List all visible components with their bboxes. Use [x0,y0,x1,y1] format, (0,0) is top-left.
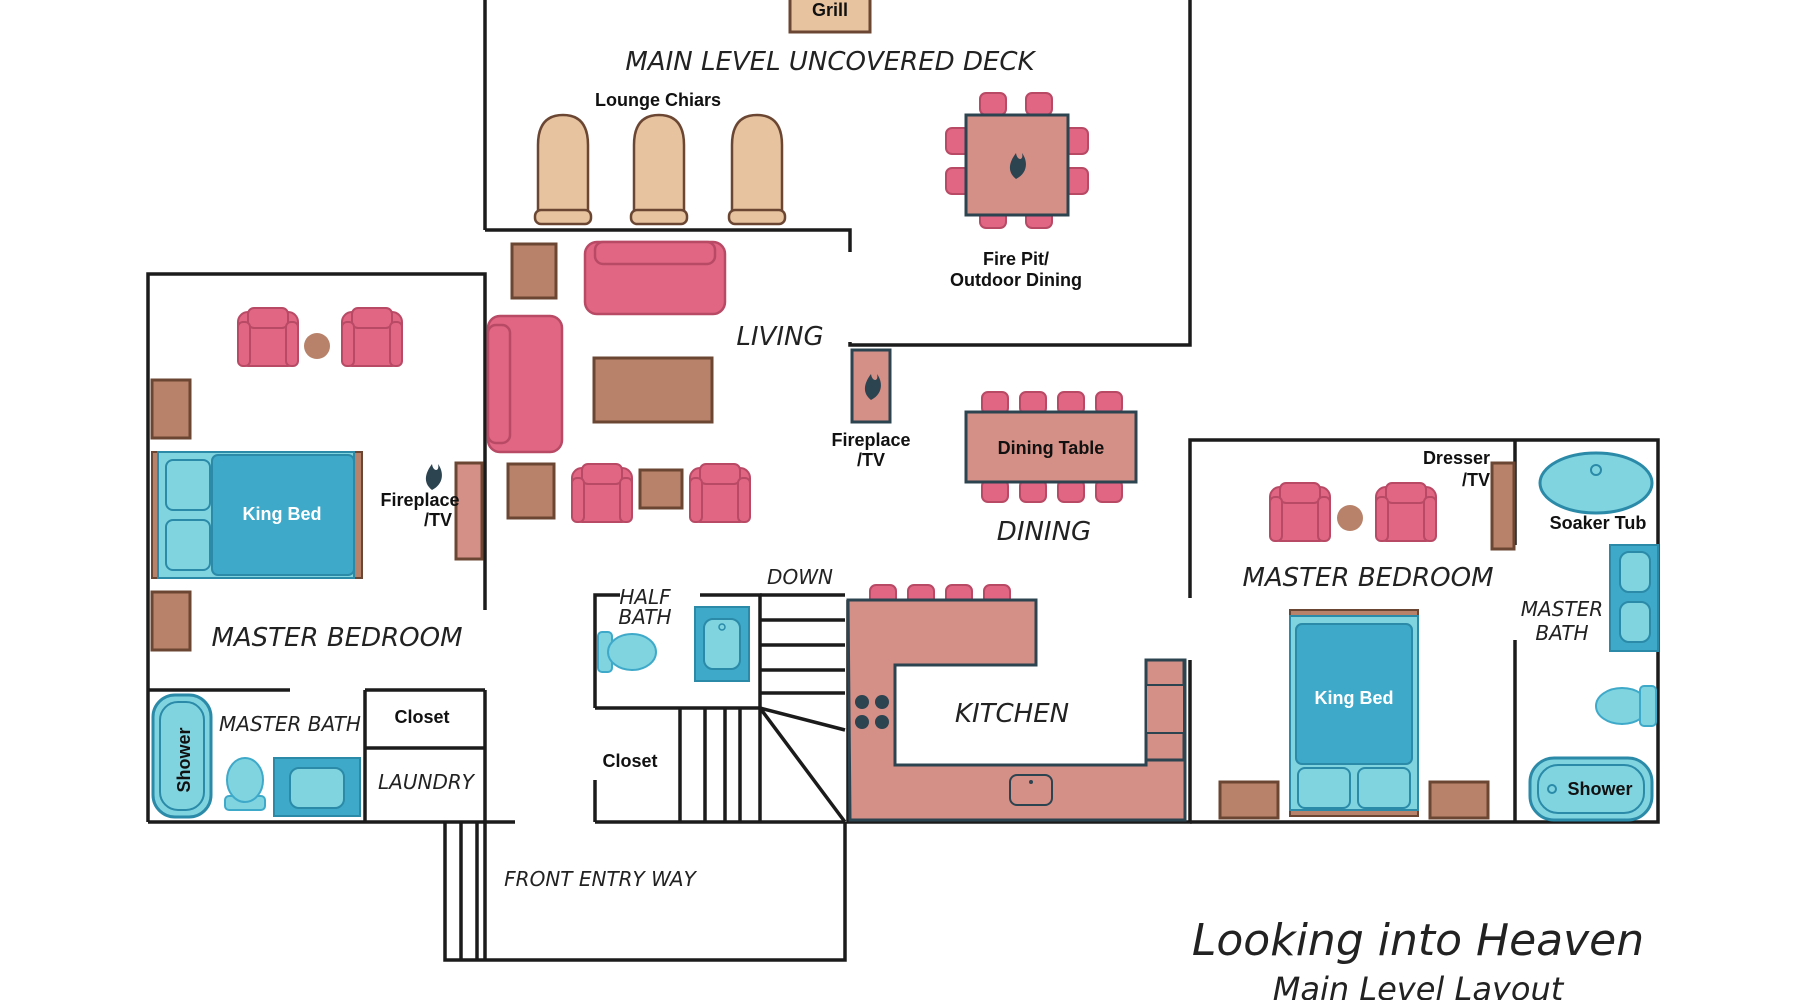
closet-center-label: Closet [602,751,657,771]
down-label: DOWN [767,565,833,589]
fire-pit-table [945,92,1089,229]
fireplace-left-label-1: Fireplace [380,490,459,510]
dining-table: Dining Table [964,391,1138,503]
toilet-icon [1595,685,1657,727]
dining-label: DINING [997,517,1091,547]
dining-table-label: Dining Table [998,438,1105,458]
king-bed-right-label: King Bed [1315,688,1394,708]
shower-left-label: Shower [174,727,194,792]
left-bath-fixtures: Shower [151,693,361,819]
master-bath-right-label-2: BATH [1535,621,1588,645]
sink-icon [1609,544,1659,652]
fireplace-living [850,348,892,424]
shower-right-label: Shower [1567,779,1632,799]
living-furniture [486,240,751,523]
master-bath-right-label-1: MASTER [1521,597,1603,621]
deck-label: MAIN LEVEL UNCOVERED DECK [625,47,1036,77]
toilet-icon [597,631,657,673]
fire-pit-label-2: Outdoor Dining [950,270,1082,290]
fire-icon [425,464,442,490]
front-entry-label: FRONT ENTRY WAY [504,867,697,891]
soaker-tub-label: Soaker Tub [1550,513,1647,533]
fireplace-left-label-2: /TV [424,510,452,530]
master-bedroom-right-label: MASTER BEDROOM [1242,563,1493,593]
sink-icon [273,757,361,817]
sink-icon [694,606,750,682]
closet-left-label: Closet [394,707,449,727]
half-bath-label-2: BATH [618,605,671,629]
right-bedroom-furniture: King Bed [1218,461,1516,820]
master-bedroom-left-label: MASTER BEDROOM [211,623,462,653]
fireplace-living-label-2: /TV [857,450,885,470]
fireplace-living-label-1: Fireplace [831,430,910,450]
grill-label: Grill [812,0,848,20]
lounge-chairs [533,113,787,226]
grill: Grill [788,0,872,34]
toilet-icon [224,757,266,811]
sink-icon [1009,774,1053,806]
dresser-right-label-2: /TV [1462,470,1490,490]
master-bath-left-label: MASTER BATH [219,712,361,736]
plan-subtitle: Main Level Layout [1273,970,1565,1000]
left-bedroom-furniture: King Bed [150,307,484,652]
laundry-label: LAUNDRY [378,770,476,794]
kitchen-counters [846,584,1187,822]
fire-pit-label-1: Fire Pit/ [983,249,1049,269]
kitchen-label: KITCHEN [955,699,1069,729]
right-bath-fixtures: Shower [1528,451,1659,822]
king-bed-left-label: King Bed [243,504,322,524]
dresser-right-label-1: Dresser [1423,448,1490,468]
lounge-chairs-label: Lounge Chiars [595,90,721,110]
half-bath-label-1: HALF [619,585,671,609]
plan-title: Looking into Heaven [1192,915,1644,966]
stairs [678,593,847,824]
stove-icon [855,695,889,729]
living-label: LIVING [736,322,823,352]
